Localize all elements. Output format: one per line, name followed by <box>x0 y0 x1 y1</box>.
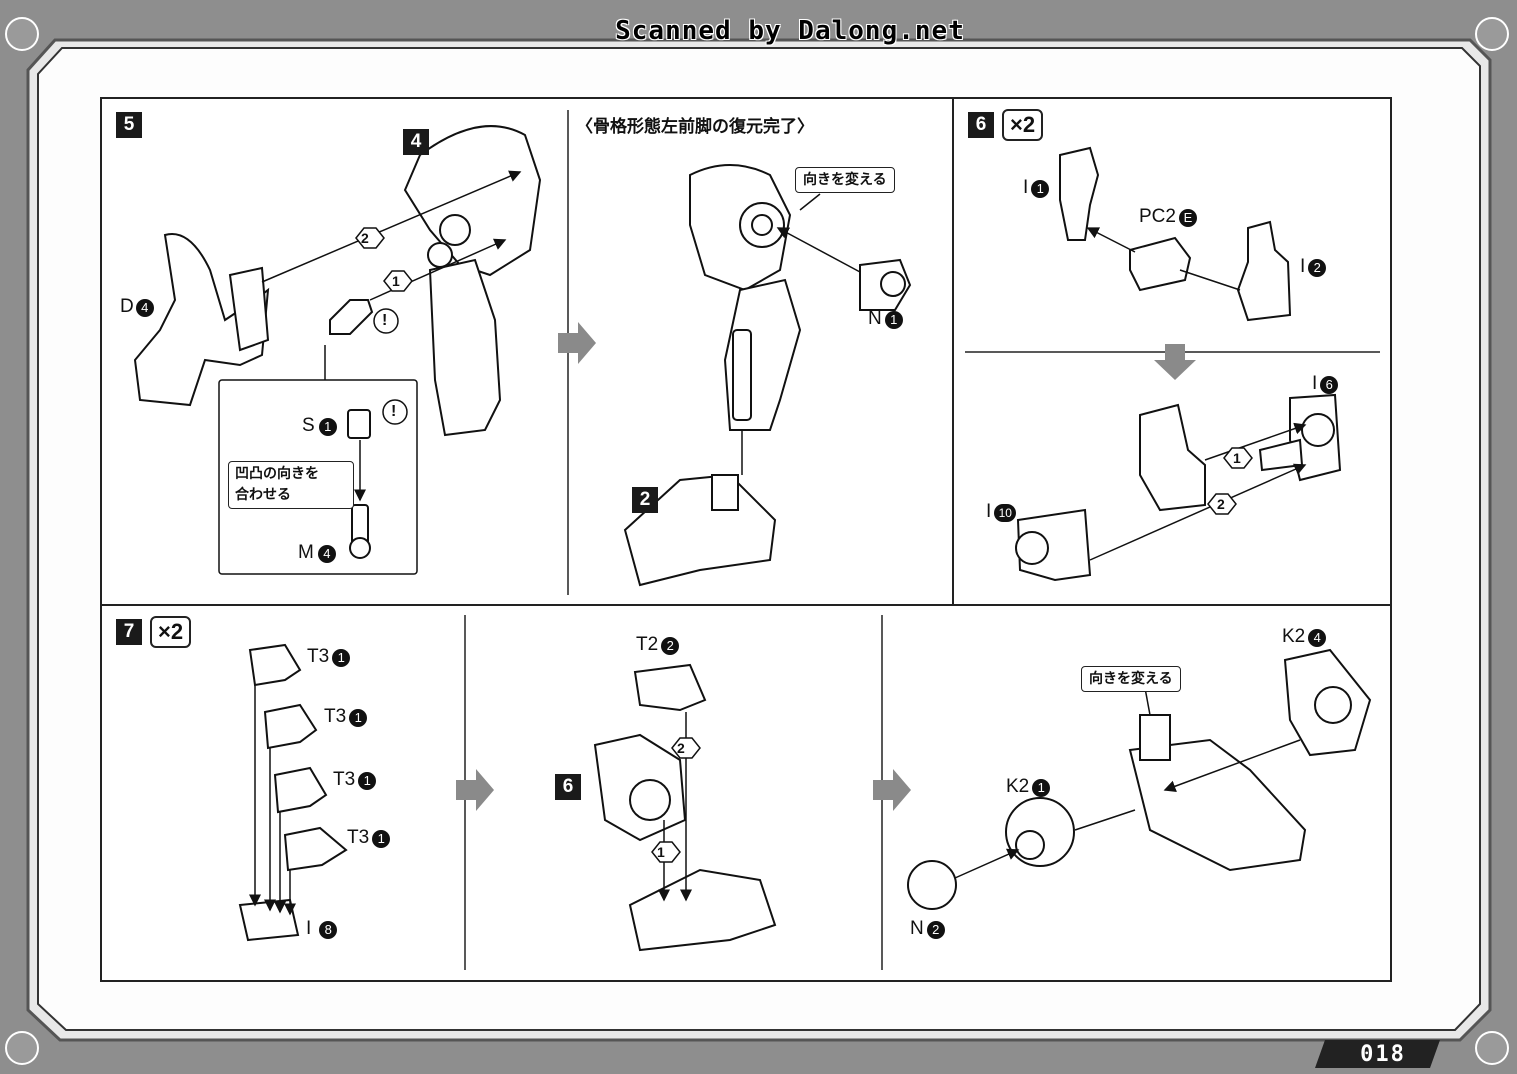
sequence-marker: 1 <box>1233 450 1241 466</box>
sequence-marker: 2 <box>361 230 369 246</box>
arrow-right-icon <box>558 322 596 364</box>
warning-icon: ! <box>391 403 397 420</box>
step-6-number: 6 <box>968 112 994 138</box>
sequence-marker: 2 <box>1217 496 1225 512</box>
completion-title: 〈骨格形態左前脚の復元完了〉 <box>576 117 814 137</box>
note-align-notch: 凹凸の向きを 合わせる <box>228 461 354 509</box>
sequence-marker: 1 <box>392 273 400 289</box>
corner-bolt-icon <box>5 17 39 51</box>
sub-step-badge: 4 <box>403 129 429 155</box>
step-5-number: 5 <box>116 112 142 138</box>
sub-step-badge: 6 <box>555 774 581 800</box>
page-number: 018 <box>1360 1042 1406 1067</box>
sequence-marker: 1 <box>657 844 665 860</box>
flip-callout: 向きを変える <box>1081 666 1181 692</box>
multiplier-badge: ×2 <box>1002 109 1044 141</box>
flip-callout: 向きを変える <box>795 167 895 193</box>
sequence-marker: 2 <box>677 740 685 756</box>
step-7-number: 7 <box>116 619 142 645</box>
arrow-down-icon <box>1154 344 1196 380</box>
scan-credit: Scanned by Dalong.net <box>615 16 965 46</box>
sub-step-badge: 2 <box>632 487 658 513</box>
warning-icon: ! <box>382 312 388 329</box>
multiplier-badge: ×2 <box>150 616 192 648</box>
